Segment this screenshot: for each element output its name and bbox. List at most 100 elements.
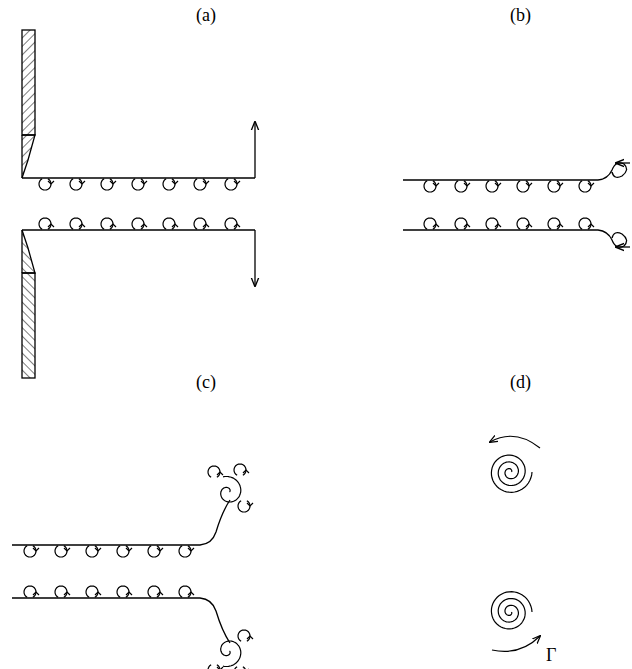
vortex-stroke bbox=[101, 218, 113, 229]
vortex-stroke bbox=[247, 636, 253, 639]
panel-label: (b) bbox=[510, 6, 531, 24]
panel-c bbox=[12, 500, 230, 643]
vortex-stroke bbox=[79, 224, 85, 227]
vortex-stroke bbox=[243, 470, 249, 473]
vortex-stroke bbox=[495, 183, 501, 186]
vortex-stroke bbox=[495, 224, 501, 227]
vortex-stroke bbox=[126, 548, 132, 551]
vortex-stroke bbox=[548, 181, 560, 192]
vortex-stroke bbox=[39, 218, 51, 229]
vortex-stroke bbox=[217, 472, 223, 475]
vortex-stroke bbox=[492, 636, 540, 651]
vortex-stroke bbox=[33, 548, 39, 551]
vortex-stroke bbox=[548, 218, 560, 229]
vortex-stroke bbox=[526, 183, 532, 186]
vortex-stroke bbox=[557, 224, 563, 227]
vortex-stroke bbox=[517, 181, 529, 192]
vortex-stroke bbox=[157, 592, 163, 595]
vortex-stroke bbox=[95, 592, 101, 595]
vortex-stroke bbox=[486, 218, 498, 229]
vortex-stroke bbox=[238, 630, 250, 641]
vortex-stroke bbox=[55, 586, 67, 597]
vortex-stroke bbox=[579, 181, 591, 192]
vortex-stroke bbox=[172, 181, 178, 184]
vortex-stroke bbox=[172, 224, 178, 227]
vortex-stroke bbox=[455, 218, 467, 229]
vortex-stroke bbox=[194, 218, 206, 229]
vortex-stroke bbox=[234, 464, 246, 475]
vortex-stroke bbox=[203, 224, 209, 227]
vortex-stroke bbox=[95, 548, 101, 551]
vortex-stroke bbox=[234, 224, 240, 227]
vortex-stroke bbox=[247, 503, 253, 506]
vortex-stroke bbox=[64, 548, 70, 551]
vortex-stroke bbox=[110, 224, 116, 227]
vortex-stroke bbox=[517, 218, 529, 229]
vortex-stroke bbox=[48, 181, 54, 184]
vortex-stroke bbox=[579, 218, 591, 229]
vortex-stroke bbox=[117, 586, 129, 597]
vortex-stroke bbox=[221, 477, 241, 503]
vortex-stroke bbox=[217, 667, 223, 669]
vortex-stroke bbox=[157, 548, 163, 551]
vortex-stroke bbox=[179, 546, 191, 557]
vortex-stroke bbox=[490, 436, 540, 448]
vortex-stroke bbox=[179, 586, 191, 597]
vortex-stroke bbox=[486, 181, 498, 192]
vortex-stroke bbox=[101, 179, 113, 190]
vortex-stroke bbox=[526, 224, 532, 227]
vortex-stroke bbox=[55, 546, 67, 557]
vortex-stroke bbox=[70, 218, 82, 229]
vortex-stroke bbox=[225, 179, 237, 190]
circulation-symbol: Γ bbox=[546, 646, 556, 664]
vortex-stroke bbox=[132, 179, 144, 190]
vortex-stroke bbox=[221, 641, 241, 667]
vortex-stroke bbox=[86, 546, 98, 557]
vortex-stroke bbox=[24, 586, 36, 597]
vortex-stroke bbox=[126, 592, 132, 595]
vortex-stroke bbox=[163, 179, 175, 190]
vortex-stroke bbox=[455, 181, 467, 192]
panel-label: (d) bbox=[510, 373, 531, 391]
vortex-stroke bbox=[433, 224, 439, 227]
vortex-stroke bbox=[208, 466, 220, 477]
vortex-stroke bbox=[70, 179, 82, 190]
vortex-stroke bbox=[64, 592, 70, 595]
vortex-stroke bbox=[588, 183, 594, 186]
vortex-stroke bbox=[39, 179, 51, 190]
vortex-stroke bbox=[141, 224, 147, 227]
vortex-stroke bbox=[188, 548, 194, 551]
vortex-stroke bbox=[141, 181, 147, 184]
vortex-stroke bbox=[132, 218, 144, 229]
vortex-stroke bbox=[464, 224, 470, 227]
vortex-stroke bbox=[163, 218, 175, 229]
vortex-stroke bbox=[48, 224, 54, 227]
vortex-stroke bbox=[117, 546, 129, 557]
vortex-stroke bbox=[557, 183, 563, 186]
vortex-stroke bbox=[433, 183, 439, 186]
vortex-stroke bbox=[203, 181, 209, 184]
panel-label: (c) bbox=[196, 373, 216, 391]
panel-a bbox=[22, 30, 255, 378]
vortex-stroke bbox=[424, 218, 436, 229]
vortex-stroke bbox=[79, 181, 85, 184]
vortex-stroke bbox=[110, 181, 116, 184]
vortex-stroke bbox=[424, 181, 436, 192]
vortex-stroke bbox=[234, 667, 246, 669]
panel-label: (a) bbox=[196, 6, 216, 24]
vortex-stroke bbox=[491, 592, 532, 629]
vortex-stroke bbox=[188, 592, 194, 595]
vortex-stroke bbox=[24, 546, 36, 557]
vortex-stroke bbox=[491, 455, 532, 492]
vortex-stroke bbox=[234, 181, 240, 184]
vortex-stroke bbox=[588, 224, 594, 227]
vortex-stroke bbox=[464, 183, 470, 186]
vortex-stroke bbox=[86, 586, 98, 597]
vortex-stroke bbox=[33, 592, 39, 595]
vortex-stroke bbox=[148, 546, 160, 557]
vortex-stroke bbox=[238, 501, 250, 512]
vortex-stroke bbox=[148, 586, 160, 597]
vortex-stroke bbox=[194, 179, 206, 190]
vortex-stroke bbox=[225, 218, 237, 229]
